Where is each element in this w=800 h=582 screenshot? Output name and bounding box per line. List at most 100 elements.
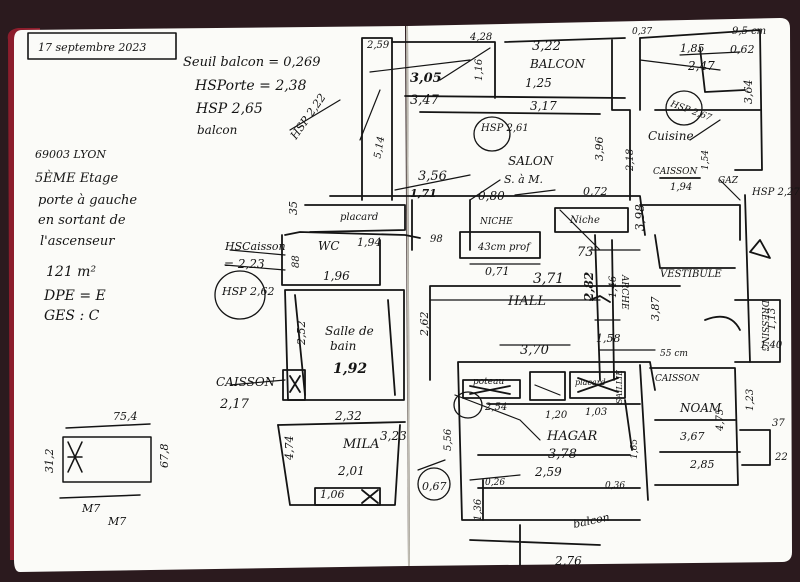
dim-247: 2,47 (687, 59, 715, 73)
dim-22: 22 (774, 452, 788, 463)
dim-322: 3,22 (532, 39, 561, 54)
note-ges: GES : C (44, 308, 100, 324)
dim-026: 0,26 (485, 478, 505, 488)
room-placard: placard (340, 212, 378, 223)
dim-396: 3,96 (593, 137, 606, 162)
dim-103: 1,03 (585, 407, 607, 418)
dim-201: 2,01 (337, 464, 365, 478)
dim-185: 1,85 (680, 42, 705, 55)
room-mila: MILA (342, 437, 379, 452)
dim-252: 2,52 (295, 321, 308, 347)
room-niche-1: NICHE (479, 217, 513, 227)
note-surface: 121 m² (46, 264, 96, 280)
dim-144: 1,94 (357, 236, 382, 249)
room-dressing: DRESSING (759, 299, 769, 351)
note-hsp-265: HSP 2,65 (195, 101, 263, 117)
dim-067: 0,67 (422, 480, 447, 493)
dim-55cm: 55 cm (660, 349, 688, 359)
dim-364: 3,64 (742, 80, 755, 105)
sketch-top-dim: 75,4 (113, 410, 138, 423)
note-hsc-label: HSCaisson (224, 240, 286, 253)
dim-428: 4,28 (469, 32, 492, 43)
note-caisson: CAISSON (216, 375, 276, 389)
room-balcon: BALCON (529, 57, 585, 71)
dim-123: 1,23 (745, 389, 756, 411)
note-porte-gauche: porte à gauche (38, 193, 137, 208)
dim-072: 0,72 (583, 185, 608, 198)
dim-071: 0,71 (485, 265, 510, 278)
sketch-bottom-dim-1: M7 (81, 502, 100, 515)
dim-282: 2,82 (582, 272, 596, 302)
dim-232: 2,32 (334, 409, 362, 423)
dim-323: 3,23 (380, 429, 407, 443)
room-hagar: HAGAR (546, 429, 597, 444)
sketch-right-dim: 67,8 (158, 444, 171, 469)
dim-088: 88 (291, 255, 302, 268)
dim-347: 3,47 (410, 93, 440, 108)
left-page (14, 26, 408, 572)
dim-259: 2,59 (366, 40, 390, 51)
dim-120: 1,20 (545, 410, 568, 421)
dim-475: 4,75 (715, 409, 726, 432)
date-box (27, 32, 177, 60)
dim-140: 1,40 (760, 340, 783, 351)
dim-037: 0,37 (632, 27, 652, 37)
dim-285: 2,85 (689, 458, 715, 471)
date-text: 17 septembre 2023 (38, 41, 146, 54)
hsp-circles (214, 90, 703, 501)
room-noam: NOAM (679, 401, 722, 415)
dim-95cm: 9,5 cm (732, 26, 766, 37)
room-salle-a-manger: S. à M. (504, 173, 543, 186)
dim-036: 0,36 (605, 481, 625, 491)
dim-098: 98 (430, 234, 443, 245)
sketch-bottom-dim-2: M7 (107, 515, 126, 528)
note-seuil-balcon: Seuil balcon = 0,269 (183, 55, 321, 70)
note-city: 69003 LYON (35, 148, 106, 161)
dim-474: 4,74 (283, 436, 296, 462)
dim-035: 35 (287, 201, 300, 215)
dim-113: 1,13 (767, 308, 778, 330)
room-cuisine: Cuisine (648, 129, 694, 143)
room-gaz: GAZ (718, 176, 739, 186)
dim-378: 3,78 (548, 447, 577, 462)
dim-371: 3,71 (533, 271, 564, 287)
note-en-sortant: en sortant de (38, 213, 126, 228)
dim-106: 1,06 (320, 488, 345, 501)
dim-116: 1,16 (474, 58, 485, 81)
floor-plan-walls (277, 29, 781, 566)
dim-398: 3,98 (633, 204, 647, 231)
small-room-sketch (59, 423, 152, 499)
dim-073: 73 (577, 245, 594, 260)
note-ascenseur: l'ascenseur (40, 234, 115, 249)
dim-514: 5,14 (373, 136, 388, 160)
dim-356: 3,56 (418, 169, 447, 184)
room-caisson-3: CAISSON (655, 374, 700, 384)
hsp-227: HSP 2,27 (751, 187, 800, 198)
dim-080: 0,80 (478, 189, 505, 203)
dim-194: 1,94 (670, 182, 692, 193)
room-vestibule: VESTIBULE (660, 269, 722, 280)
dim-171: 1,71 (410, 187, 437, 200)
room-salle-de-bain-2: bain (330, 339, 356, 353)
dim-276: 2,76 (554, 554, 582, 568)
room-niche-2: Niche (569, 215, 600, 226)
sketch-left-dim: 31,2 (43, 449, 56, 474)
dim-259b: 2,59 (534, 465, 562, 479)
dim-305: 3,05 (410, 71, 442, 86)
dim-146: 1,46 (608, 275, 619, 298)
dim-37: 37 (772, 418, 785, 429)
dim-387: 3,87 (649, 297, 662, 322)
room-hall: HALL (507, 294, 546, 309)
note-etage: 5ÈME Etage (35, 170, 118, 186)
dim-062: 0,62 (730, 43, 755, 56)
room-wc: WC (318, 239, 340, 253)
note-hsp-porte: HSPorte = 2,38 (194, 78, 307, 94)
dim-218: 2,18 (625, 149, 636, 172)
dim-158: 1,58 (596, 332, 621, 345)
room-salon: SALON (508, 154, 554, 168)
note-caisson-value: 2,17 (219, 397, 250, 412)
dim-262: 2,62 (418, 312, 431, 338)
dim-370: 3,70 (520, 343, 549, 358)
hsp-261: HSP 2,61 (480, 123, 529, 134)
